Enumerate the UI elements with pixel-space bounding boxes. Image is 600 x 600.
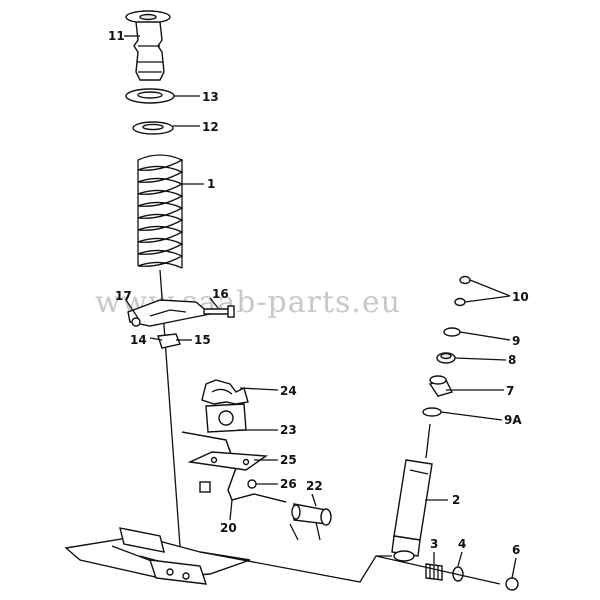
callout-13: 13 [202,90,219,104]
callout-12: 12 [202,120,219,134]
part-24-bushing-bracket [201,379,249,405]
callout-20: 20 [220,521,237,535]
callout-23: 23 [280,423,297,437]
callout-9: 9 [512,334,520,348]
callout-9a: 9A [504,413,522,427]
part-13-upper-ring [125,88,175,104]
shock-mount-bolt-line [375,555,501,585]
callout-3: 3 [430,537,438,551]
callout-2: 2 [452,493,460,507]
part-7-rubber-bushing [428,375,454,397]
part-16-bolt [203,305,235,318]
callout-labels: 11 13 12 1 17 16 14 15 24 23 25 26 20 22… [108,29,529,557]
callout-26: 26 [280,477,297,491]
callout-1: 1 [207,177,215,191]
callout-14: 14 [130,333,147,347]
part-23-bushing [205,403,247,433]
part-15-clip [157,333,181,349]
callout-22: 22 [306,479,323,493]
part-12-spring-seat [132,121,174,135]
callout-17: 17 [115,289,132,303]
callout-25: 25 [280,453,297,467]
part-9-washer [443,327,461,337]
callout-16: 16 [212,287,229,301]
part-8-rubber-bushing [436,352,456,364]
callout-24: 24 [280,384,297,398]
part-9a-washer [422,407,442,417]
part-1-coil-spring [137,154,184,269]
callout-8: 8 [508,353,516,367]
part-2-shock-absorber [391,423,433,562]
callout-7: 7 [506,384,514,398]
callout-11: 11 [108,29,125,43]
part-25-mounting-plate [187,451,269,471]
part-20-stabilizer-bar [181,431,287,503]
callout-15: 15 [194,333,211,347]
callout-6: 6 [512,543,520,557]
part-22-link-bushing [289,503,332,541]
part-14-nut [131,317,141,327]
leader-lines [124,35,517,579]
callout-4: 4 [458,537,466,551]
part-11-bump-stop [125,10,171,81]
rear-axle-arm [64,527,392,585]
part-3-bushing [425,563,443,581]
part-6-nut [505,577,519,591]
callout-10: 10 [512,290,529,304]
